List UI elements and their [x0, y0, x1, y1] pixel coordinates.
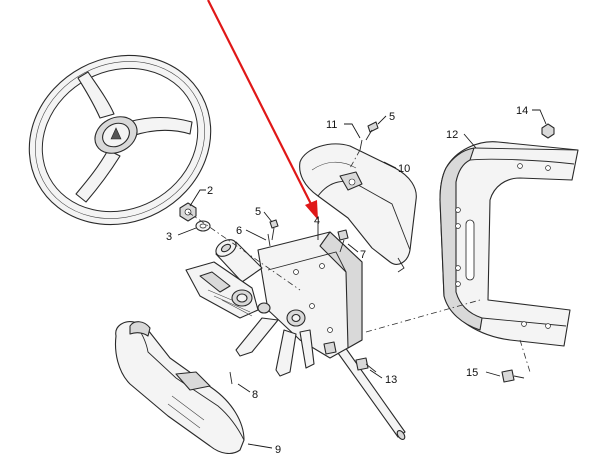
steering-wheel: [28, 54, 212, 226]
bolt-part-7: [337, 229, 349, 253]
callout-leaders: [177, 109, 547, 449]
callout-3: 3: [166, 231, 172, 243]
pin-part-6: [267, 233, 271, 247]
callout-10: 10: [398, 163, 410, 175]
bolt-part-13: [355, 357, 377, 373]
lower-shroud-part-9: [114, 321, 245, 455]
highlight-pointer-arrow: [207, 0, 318, 220]
callout-labels: 2 3 4 5 5 6 7 8 9 10 11 12 13 14 15: [166, 105, 528, 456]
nut-part-14: [541, 123, 555, 139]
screw-part-5-upper: [365, 121, 379, 141]
callout-4: 4: [314, 215, 320, 227]
upper-shroud-part-10: [299, 143, 417, 273]
callout-9: 9: [275, 444, 281, 456]
callout-2: 2: [207, 185, 213, 197]
screw-part-5-center: [269, 219, 279, 241]
callout-5-upper: 5: [389, 111, 395, 123]
steering-column-assembly: [185, 231, 406, 440]
callout-7: 7: [360, 249, 366, 261]
callout-6: 6: [236, 225, 242, 237]
callout-13: 13: [385, 374, 397, 386]
callout-11: 11: [326, 119, 337, 131]
callout-8: 8: [252, 389, 258, 401]
callout-14: 14: [516, 105, 528, 117]
callout-15: 15: [466, 367, 478, 379]
pin-part-8: [229, 371, 233, 385]
washer-part-3: [195, 220, 211, 232]
callout-12: 12: [446, 129, 458, 141]
callout-5-center: 5: [255, 206, 261, 218]
bolt-part-15: [501, 369, 525, 383]
pin-part-11: [359, 139, 363, 151]
mounting-bracket-part-12: [439, 141, 579, 347]
assembly-center-lines: [187, 149, 531, 373]
